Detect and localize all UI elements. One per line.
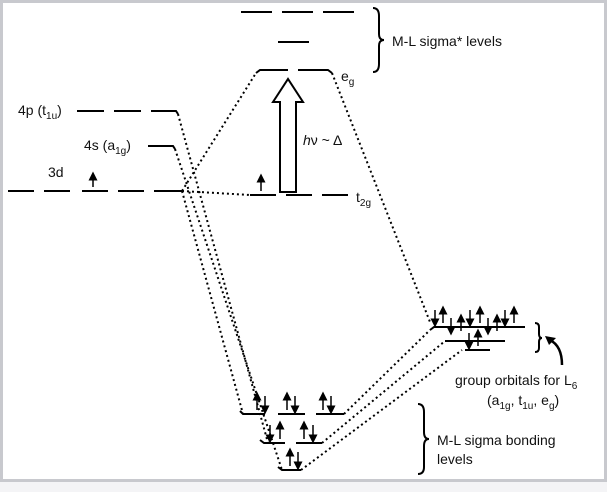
sigma-star-label: M-L sigma* levels bbox=[392, 33, 502, 49]
correlation-lines bbox=[174, 72, 463, 471]
bonding-label-line2: levels bbox=[437, 451, 473, 467]
bonding-label-line1: M-L sigma bonding bbox=[437, 432, 556, 448]
ligand-electrons bbox=[430, 305, 519, 351]
metal-4p-level bbox=[77, 110, 179, 115]
metal-3d-label: 3d bbox=[48, 164, 64, 180]
metal-4s-label: 4s (a1g) bbox=[84, 137, 131, 157]
metal-4s-level bbox=[148, 145, 176, 150]
ligand-label-line2: (a1g, t1u, eg) bbox=[487, 392, 559, 412]
ligand-label-line1: group orbitals for L6 bbox=[455, 372, 578, 392]
transition-label: hν ~ Δ bbox=[303, 132, 342, 148]
pointer-arrow-head bbox=[545, 336, 556, 345]
sigma-star-brace bbox=[372, 7, 385, 73]
excitation-arrow bbox=[271, 77, 305, 193]
eg-label: eg bbox=[341, 68, 354, 88]
sigma-star-levels bbox=[241, 11, 354, 74]
bonding-brace bbox=[417, 403, 430, 475]
sigma-bonding-levels bbox=[239, 410, 344, 471]
t2g-label: t2g bbox=[356, 189, 371, 209]
pointer-arrow bbox=[549, 338, 564, 366]
eg-level bbox=[298, 69, 333, 74]
metal-4p-label: 4p (t1u) bbox=[18, 102, 62, 122]
diagram-frame bbox=[0, 0, 607, 482]
ligand-brace bbox=[534, 322, 543, 353]
bonding-electrons bbox=[252, 391, 336, 471]
eg-level bbox=[255, 69, 288, 74]
